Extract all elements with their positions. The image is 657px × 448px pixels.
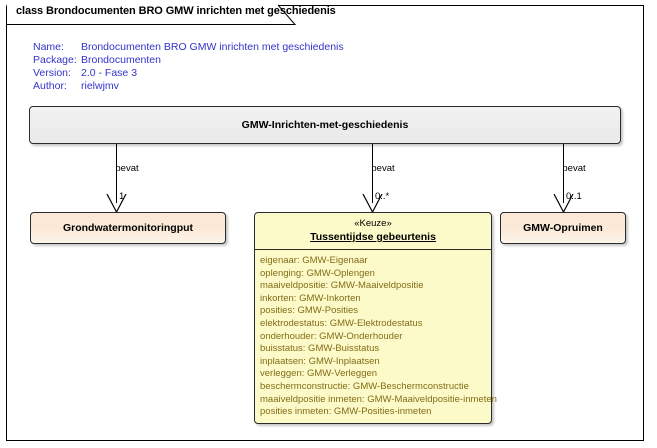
connector-multiplicity-1: 1 (119, 191, 125, 202)
class-title: GMW-Inrichten-met-geschiedenis (241, 119, 409, 131)
meta-key-name: Name: (33, 41, 64, 53)
connector-multiplicity-3: 0..1 (566, 191, 582, 202)
meta-row-version: Version: 2.0 - Fase 3 (33, 67, 344, 80)
connector-label-2: bevat (371, 163, 395, 174)
connector-multiplicity-2: 0..* (375, 191, 390, 202)
meta-row-author: Author: rielwjmv (33, 80, 344, 93)
class-attribute: maaiveldpositie: GMW-Maaiveldpositie (260, 280, 424, 292)
class-attribute: posities inmeten: GMW-Posities-inmeten (260, 406, 432, 418)
class-attribute: inplaatsen: GMW-Inplaatsen (260, 355, 380, 367)
class-attribute: eigenaar: GMW-Eigenaar (260, 255, 368, 266)
meta-value-author: rielwjmv (81, 80, 119, 92)
meta-key-version: Version: (33, 67, 71, 79)
class-node-grondwatermonitoringput[interactable]: Grondwatermonitoringput (30, 212, 226, 244)
class-stereotype: «Keuze» (354, 218, 392, 229)
class-attribute: onderhouder: GMW-Onderhouder (260, 330, 403, 342)
meta-row-package: Package: Brondocumenten (33, 54, 344, 67)
class-attribute: verleggen: GMW-Verleggen (260, 368, 378, 380)
class-header: «Keuze» Tussentijdse gebeurtenis (255, 213, 491, 250)
class-attribute: posities: GMW-Posities (260, 305, 359, 317)
class-attribute: buisstatus: GMW-Buisstatus (260, 343, 380, 355)
diagram-tab-label: class Brondocumenten BRO GMW inrichten m… (16, 5, 336, 17)
connector-line-1 (116, 144, 117, 203)
class-title: Grondwatermonitoringput (62, 222, 194, 234)
diagram-frame (6, 5, 644, 441)
meta-key-author: Author: (33, 80, 67, 92)
meta-value-name: Brondocumenten BRO GMW inrichten met ges… (81, 41, 344, 53)
connector-label-3: bevat (562, 163, 586, 174)
meta-row-name: Name: Brondocumenten BRO GMW inrichten m… (33, 41, 344, 54)
connector-label-1: bevat (115, 163, 139, 174)
class-node-gmw-inrichten-met-geschiedenis[interactable]: GMW-Inrichten-met-geschiedenis (29, 106, 621, 144)
meta-value-package: Brondocumenten (81, 54, 161, 66)
class-title: Tussentijdse gebeurtenis (310, 231, 436, 243)
class-node-gmw-opruimen[interactable]: GMW-Opruimen (500, 212, 626, 244)
connector-line-2 (372, 144, 373, 203)
meta-value-version: 2.0 - Fase 3 (81, 67, 138, 79)
class-attribute: inkorten: GMW-Inkorten (260, 292, 361, 304)
class-title: GMW-Opruimen (523, 222, 603, 234)
diagram-tab-shape (6, 4, 296, 25)
connector-line-3 (563, 144, 564, 203)
diagram-meta: Name: Brondocumenten BRO GMW inrichten m… (33, 41, 344, 93)
meta-key-package: Package: (33, 54, 77, 66)
class-attribute: maaiveldpositie inmeten: GMW-Maaiveldpos… (260, 393, 497, 405)
class-node-tussentijdse-gebeurtenis[interactable]: «Keuze» Tussentijdse gebeurtenis eigenaa… (254, 212, 497, 424)
class-attribute: elektrodestatus: GMW-Elektrodestatus (260, 317, 423, 329)
class-attribute: beschermconstructie: GMW-Beschermconstru… (260, 380, 469, 392)
class-attribute: oplenging: GMW-Oplengen (260, 267, 375, 279)
